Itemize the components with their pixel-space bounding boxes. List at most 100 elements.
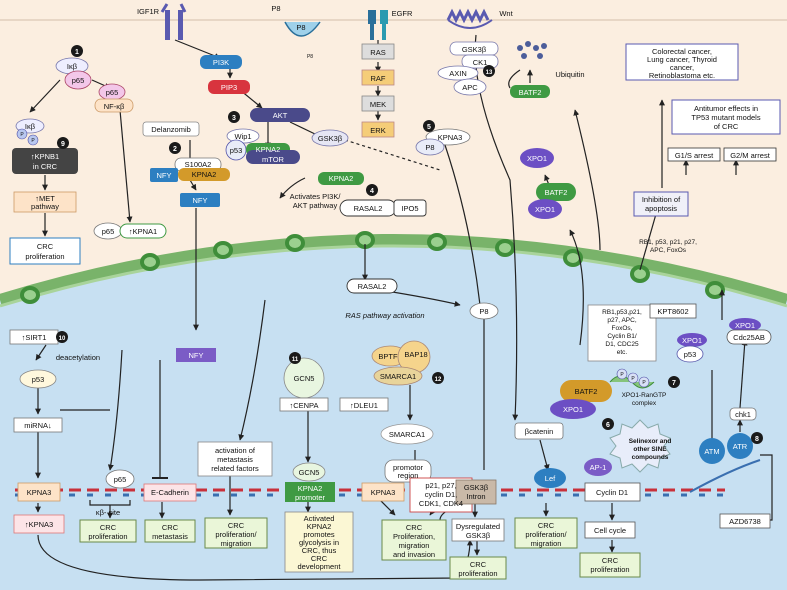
selinexor-line-1: Selinexor and xyxy=(629,438,672,445)
wip1-label: Wip1 xyxy=(234,132,251,141)
complex-line-1: XPO1-RanGTP xyxy=(622,392,667,399)
p8-cyto-label: P8 xyxy=(425,143,434,152)
crc-metastasis-box xyxy=(144,519,196,543)
crc-prolif3-line-2: proliferation xyxy=(458,569,497,578)
chk1-node xyxy=(729,407,757,421)
egfr-receptor-icon xyxy=(368,10,388,40)
selinexor-line-3: compounds xyxy=(632,454,669,461)
p8-receptor-icon xyxy=(284,21,321,37)
wnt-label: Wnt xyxy=(499,9,513,18)
step-badge xyxy=(602,418,614,430)
dysregulated-box xyxy=(451,518,505,542)
bptf-label: BPTF xyxy=(378,352,398,361)
step-badge-13: 13 xyxy=(486,70,493,76)
crc-metastasis-line-1: CRC xyxy=(162,523,179,532)
nfkb-label: NF-κβ xyxy=(104,102,125,111)
p53-label: p53 xyxy=(230,146,243,155)
selinexor-starburst xyxy=(609,419,671,473)
step-badge xyxy=(57,137,69,149)
batf2-xpo1-node xyxy=(536,183,576,201)
batf2-ub-label: BATF2 xyxy=(519,88,542,97)
step-badge xyxy=(289,352,301,364)
kpt8602-label: KPT8602 xyxy=(657,307,688,316)
step-badge xyxy=(228,111,240,123)
dleu1-label: ↑DLEU1 xyxy=(350,401,378,410)
step-badge xyxy=(71,45,83,57)
metastasis-line-1: activation of xyxy=(215,446,256,455)
nfy-nuc-box xyxy=(176,348,216,362)
p21-line-1: p21, p27, xyxy=(425,481,456,490)
metastasis-line-2: metastasis xyxy=(217,455,253,464)
crc-prolif-mig-line-3: migration xyxy=(221,539,252,548)
activates-line-1: Activates PI3K/ xyxy=(290,192,342,201)
atm-label: ATM xyxy=(704,447,719,456)
met-box xyxy=(13,191,77,213)
gsk3b-wnt-label: GSK3β xyxy=(462,45,487,54)
promoter-region-box xyxy=(384,459,432,483)
cdc25ab-label: Cdc25AB xyxy=(733,333,765,342)
rb1-box-line-6: etc. xyxy=(617,349,628,356)
s100a2-label: S100A2 xyxy=(185,160,212,169)
ck1-label: CK1 xyxy=(473,58,488,67)
deacetylation-label: deacetylation xyxy=(56,353,100,362)
step-badge-8: 8 xyxy=(755,436,759,443)
promoter-region-line-2: region xyxy=(398,471,419,480)
akt-label: AKT xyxy=(273,111,288,120)
mirna-label: miRNA↓ xyxy=(24,421,52,430)
xpo1-right-label: XPO1 xyxy=(735,321,755,330)
cdc25ab-node xyxy=(726,329,772,345)
gcn5-label: GCN5 xyxy=(294,374,315,383)
crc-prolif-left-box xyxy=(9,237,81,265)
step-badge-3: 3 xyxy=(232,115,236,122)
batf2-ub-node xyxy=(510,85,550,98)
raf-label: RAF xyxy=(371,74,386,83)
step-badge xyxy=(483,65,495,77)
gsk3b-intron-line-2: Intron xyxy=(466,492,485,501)
crc-prolif-right-box xyxy=(579,552,641,578)
wnt-receptor-icon xyxy=(446,8,493,29)
atr-label: ATR xyxy=(733,442,748,451)
activated-line-2: KPNA2 xyxy=(307,522,332,531)
cancers-line-3: cancer, xyxy=(670,63,694,72)
chk1-label: chk1 xyxy=(735,410,751,419)
kpt8602-box xyxy=(649,303,697,319)
xpo1-right-node xyxy=(729,318,761,332)
bcatenin-box xyxy=(514,422,564,440)
kpna2-label: KPNA2 xyxy=(256,145,281,154)
crc-prolif-mig-box xyxy=(204,517,268,549)
ubiquitin-label: Ubiquitin xyxy=(555,70,584,79)
p8-small-label: P8 xyxy=(307,54,313,60)
phospho-p-node xyxy=(27,134,39,146)
ck1-node xyxy=(461,54,499,69)
step-badge-4: 4 xyxy=(370,188,374,195)
crc-prolif-left-line-2: proliferation xyxy=(25,252,64,261)
rb1-list-line-1: RB1, p53, p21, p27, xyxy=(639,239,697,246)
kpnb1-line-1: ↑KPNB1 xyxy=(31,152,59,161)
azd-box xyxy=(719,513,771,529)
complex-line-2: complex xyxy=(632,400,657,407)
nfy-node xyxy=(150,168,178,182)
bap18-label: BAP18 xyxy=(404,350,427,359)
activates-line-2: AKT pathway xyxy=(293,201,338,210)
mirna-box xyxy=(13,417,63,433)
dna-strand xyxy=(15,459,761,497)
p65-label: p65 xyxy=(72,76,85,85)
cenpa-label: ↑CENPA xyxy=(289,401,318,410)
p8-top-label: P8 xyxy=(271,4,280,13)
ap1-label: AP-1 xyxy=(590,463,607,472)
nfy2-label: NFY xyxy=(193,196,208,205)
p53-right-label: p53 xyxy=(684,350,697,359)
p53-left-node xyxy=(19,369,57,389)
crc-prolif-right-line-1: CRC xyxy=(602,556,619,565)
cellcycle-box xyxy=(584,521,636,539)
p65-nuc-label: p65 xyxy=(114,475,127,484)
step-badges xyxy=(56,45,763,444)
kpna3-left-box xyxy=(17,482,61,502)
antitumor-line-3: of CRC xyxy=(714,122,739,131)
kpna2-b-node xyxy=(318,172,364,185)
mtor-node xyxy=(246,150,300,164)
crc-prolif-mig-line-2: proliferation/ xyxy=(215,530,257,539)
kpna3-left-label: KPNA3 xyxy=(27,488,52,497)
dleu1-box xyxy=(339,397,389,412)
